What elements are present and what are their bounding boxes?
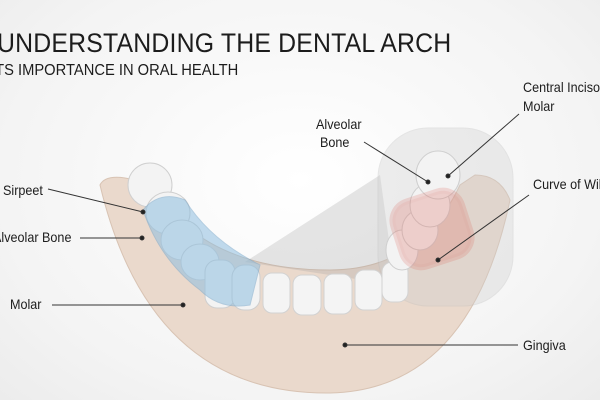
page-title: UNDERSTANDING THE DENTAL ARCH [0,28,452,58]
page-subtitle: ITS IMPORTANCE IN ORAL HEALTH [0,62,239,79]
label-curve-of-wilson: Curve of Wilson [533,176,600,192]
right-teeth [385,150,461,271]
label-molar-right: Molar [523,98,555,114]
leader-lines [47,113,530,348]
label-sirpeet: Sirpeet [3,182,43,198]
label-gingiva: Gingiva [523,337,566,353]
label-molar-left: Molar [10,296,42,312]
label-central-incisor: Central Incisor [523,79,600,95]
front-teeth [262,261,409,316]
blue-highlight-region [142,196,261,307]
label-alveolar-top-line2: Bone [320,134,350,150]
label-alveolar-top-line1: Alveolar [316,116,362,132]
red-highlight-region [389,187,475,271]
label-alveolar-bone-left: Alveolar Bone [0,229,72,245]
magnifier-beam [245,175,395,285]
